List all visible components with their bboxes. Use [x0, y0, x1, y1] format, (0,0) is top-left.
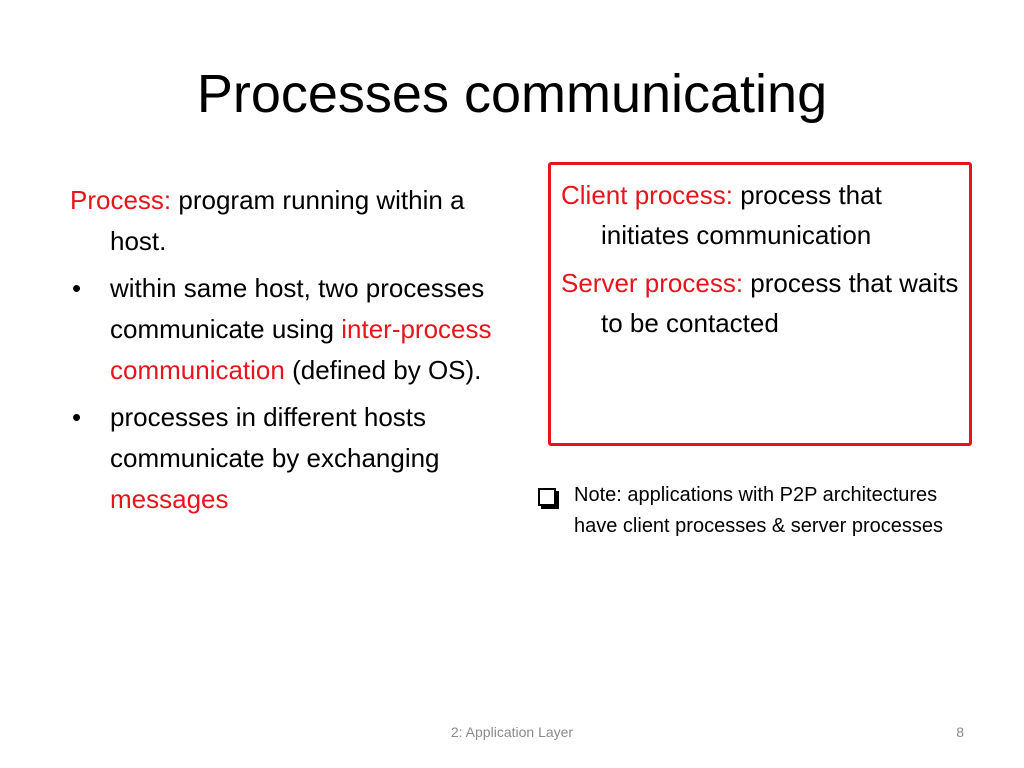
p2p-note: Note: applications with P2P architecture…	[536, 480, 976, 542]
client-definition: Client process: process that initiates c…	[561, 175, 963, 255]
process-label: Process:	[70, 185, 172, 215]
client-label: Client process:	[561, 180, 733, 210]
bullet-text: processes in different hosts communicate…	[110, 402, 440, 473]
server-definition: Server process: process that waits to be…	[561, 263, 963, 343]
footer-chapter: 2: Application Layer	[450, 724, 574, 740]
bullet-different-hosts: • processes in different hosts communica…	[70, 397, 500, 520]
server-text: process that waits to be contacted	[601, 268, 959, 338]
page-number: 8	[956, 724, 964, 740]
client-server-box: Client process: process that initiates c…	[548, 162, 972, 446]
bullet-same-host: • within same host, two processes commun…	[70, 268, 500, 391]
client-text: process that initiates communication	[601, 180, 882, 250]
bullet-icon: •	[72, 402, 82, 432]
slide-title: Processes communicating	[196, 64, 828, 124]
note-text: Note: applications with P2P architecture…	[574, 484, 944, 537]
bullet-text: within same host, two processes communic…	[110, 273, 485, 344]
messages-term: messages	[110, 484, 229, 514]
bullet-icon: •	[72, 273, 82, 303]
server-label: Server process:	[561, 268, 744, 298]
note-row: Note: applications with P2P architecture…	[536, 480, 976, 542]
left-column: Process: program running within a host. …	[70, 180, 500, 526]
bullet-text: (defined by OS).	[284, 355, 482, 385]
process-text: program running within a host.	[110, 185, 465, 256]
checkbox-bullet-icon	[538, 488, 556, 506]
ipc-term: inter-process communication	[110, 314, 492, 385]
process-definition: Process: program running within a host.	[70, 180, 500, 262]
